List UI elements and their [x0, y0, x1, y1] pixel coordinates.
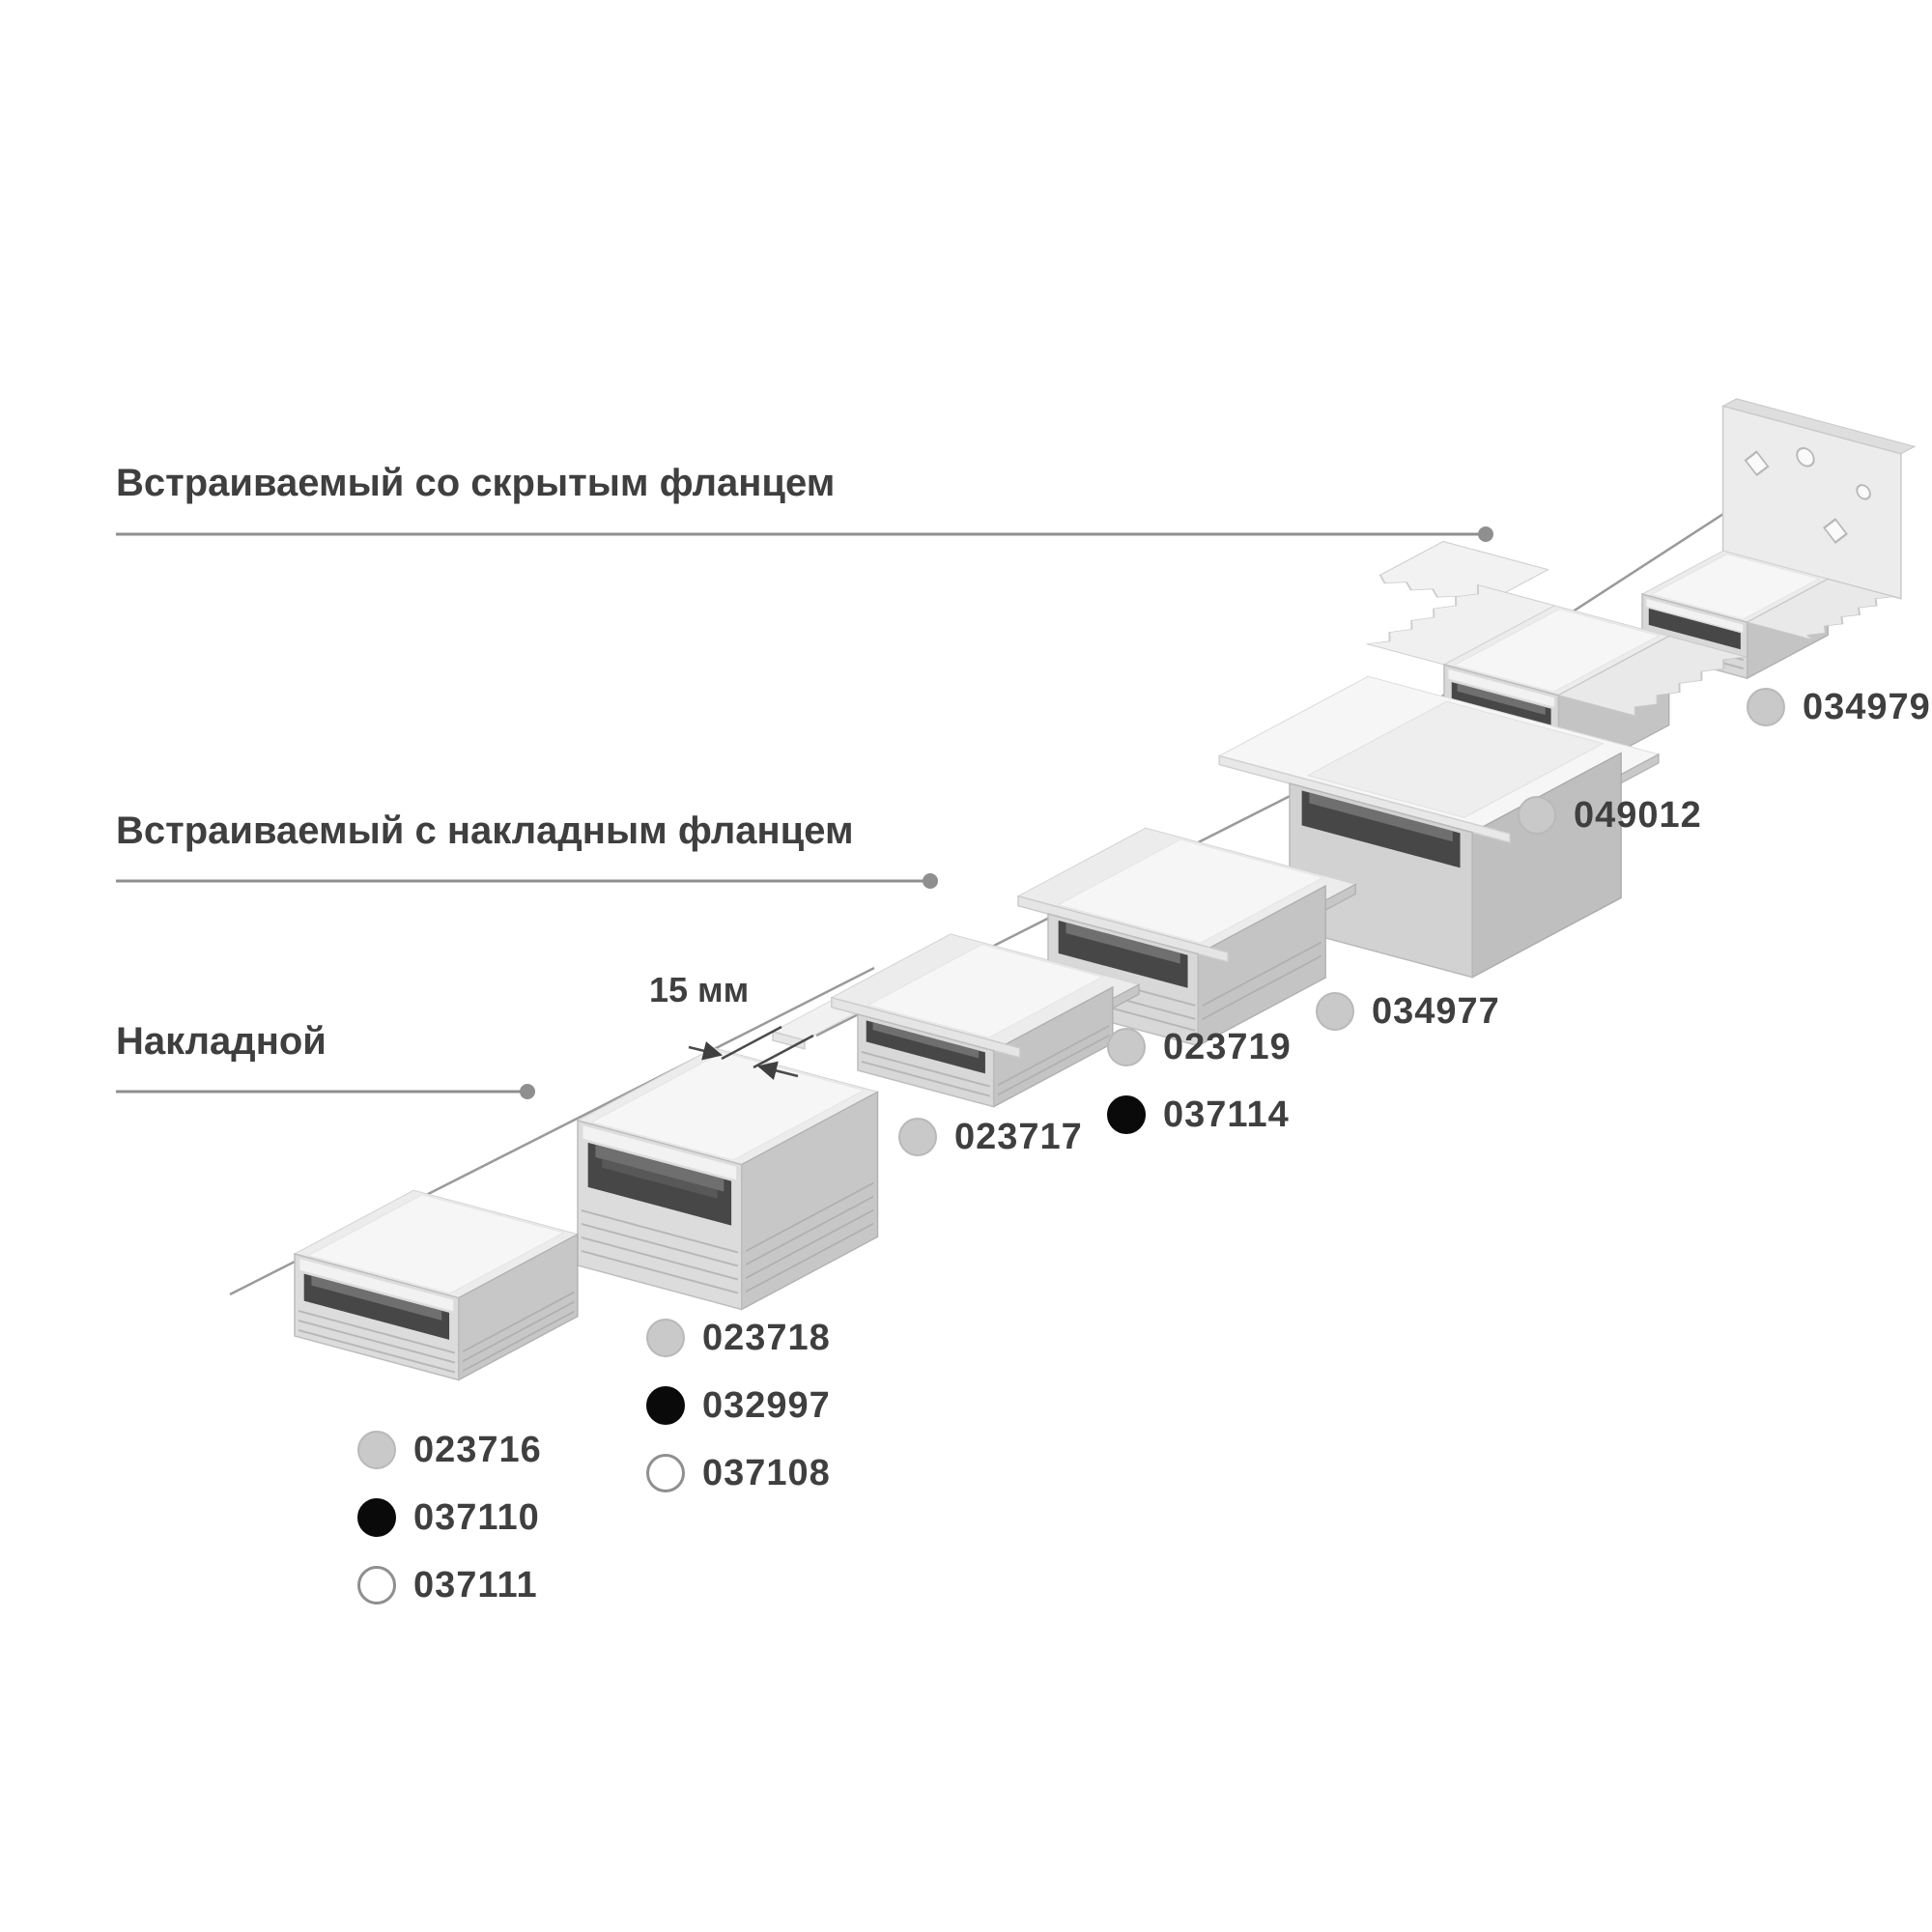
profile-illustration-049012 — [1365, 540, 1748, 785]
code-row: 023716 — [357, 1429, 542, 1471]
code-group-recessed-tall: 023719 037114 — [1107, 1026, 1292, 1161]
color-swatch — [1107, 1028, 1146, 1066]
product-code: 023717 — [954, 1116, 1083, 1157]
profile-illustration-034979 — [1640, 398, 1917, 680]
code-row: 034979 — [1747, 686, 1931, 728]
color-swatch — [1107, 1095, 1146, 1134]
code-row: 037108 — [646, 1452, 831, 1494]
code-row: 023718 — [646, 1317, 831, 1359]
code-group-recessed-low: 023717 — [898, 1116, 1083, 1183]
code-row: 023717 — [898, 1116, 1083, 1158]
product-code: 023719 — [1163, 1026, 1292, 1067]
color-swatch — [357, 1498, 396, 1537]
dimension-arrow — [757, 1061, 799, 1081]
code-row: 037111 — [357, 1564, 542, 1606]
product-code: 023718 — [702, 1317, 831, 1358]
product-code: 037111 — [413, 1564, 538, 1605]
product-code: 049012 — [1574, 794, 1702, 836]
color-swatch — [646, 1454, 685, 1492]
dimension-arrow — [688, 1041, 723, 1061]
product-code: 023716 — [413, 1429, 542, 1470]
category-label-surface: Накладной — [116, 1020, 327, 1063]
product-code: 037108 — [702, 1452, 831, 1493]
dimension-label-15mm: 15 мм — [649, 970, 750, 1009]
code-row: 032997 — [646, 1384, 831, 1427]
profile-illustration-023718 — [576, 1047, 879, 1311]
color-swatch — [646, 1319, 685, 1357]
product-code: 034979 — [1803, 686, 1931, 727]
code-group-hidden-flange-corner: 034979 — [1747, 686, 1931, 753]
leader-dot-surface-flange — [923, 873, 938, 889]
color-swatch — [1316, 992, 1354, 1031]
product-code: 037114 — [1163, 1094, 1290, 1135]
code-group-hidden-flange: 049012 — [1518, 794, 1702, 862]
code-row: 037114 — [1107, 1094, 1292, 1136]
leader-lines — [116, 532, 1486, 1094]
leader-dot-surface — [520, 1084, 535, 1099]
code-group-recessed-deep: 034977 — [1316, 990, 1500, 1058]
profile-illustration-023716 — [293, 1189, 580, 1381]
code-row: 049012 — [1518, 794, 1702, 837]
profile-illustration-023719 — [1016, 827, 1357, 1047]
color-swatch — [357, 1566, 396, 1605]
product-code: 037110 — [413, 1496, 540, 1538]
dimension-tick — [721, 1025, 782, 1061]
code-row: 037110 — [357, 1496, 542, 1539]
product-code: 034977 — [1372, 990, 1500, 1032]
category-label-hidden-flange: Встраиваемый со скрытым фланцем — [116, 462, 836, 504]
color-swatch — [898, 1118, 937, 1156]
product-code: 032997 — [702, 1384, 831, 1426]
color-swatch — [646, 1386, 685, 1425]
code-row: 023719 — [1107, 1026, 1292, 1068]
profile-illustration-034977 — [1217, 675, 1661, 979]
code-row: 034977 — [1316, 990, 1500, 1033]
code-group-surface-tall: 023718 032997 037108 — [646, 1317, 831, 1520]
dimension-15mm — [688, 1025, 814, 1081]
color-swatch — [1518, 796, 1556, 835]
color-swatch — [1747, 688, 1785, 726]
category-label-surface-flange: Встраиваемый с накладным фланцем — [116, 810, 854, 852]
code-group-surface-low: 023716 037110 037111 — [357, 1429, 542, 1632]
leader-dot-hidden-flange — [1478, 526, 1493, 542]
color-swatch — [357, 1431, 396, 1469]
profile-illustration-023717 — [830, 933, 1141, 1108]
